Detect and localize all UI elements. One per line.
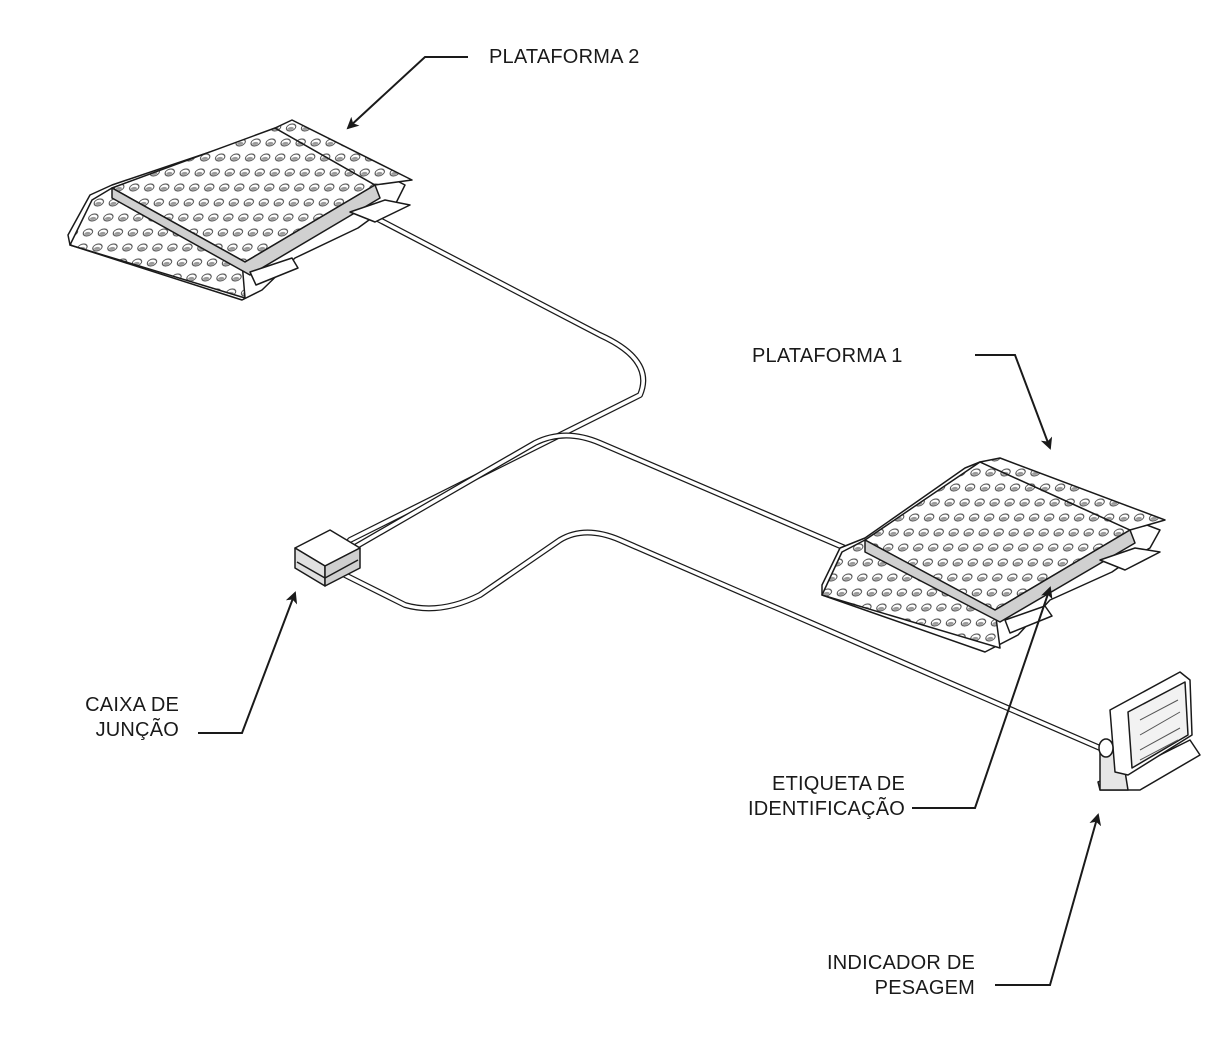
platform-1 (821, 457, 1166, 653)
platform-1-front-edge (864, 529, 1136, 623)
junction-box (294, 529, 361, 587)
label-platform-1-text: PLATAFORMA 1 (752, 345, 903, 367)
leader-lines (198, 56, 1102, 986)
cable-junction-to-platform1 (352, 432, 848, 551)
label-junction-box-line-1: CAIXA DE (85, 694, 179, 716)
platform-2 (67, 119, 413, 301)
label-weighing-indicator-line-1: INDICADOR DE (827, 952, 975, 974)
platform-2-foot-left (249, 257, 299, 286)
weighing-indicator (1097, 671, 1201, 791)
platform-2-foot-right (349, 199, 411, 223)
leader-platform2 (346, 56, 468, 130)
platform-1-ramp-right (979, 457, 1166, 531)
label-id-label-line-2: IDENTIFICAÇÃO (747, 798, 905, 820)
leader-id-label (912, 586, 1053, 809)
platform-2-ramp-right (274, 119, 413, 186)
indicator-knob (1098, 738, 1114, 758)
label-id-label-line-1: ETIQUETA DE (772, 773, 905, 795)
platform-1-foot-left (1004, 605, 1053, 634)
label-platform-1: PLATAFORMA 1 (752, 344, 903, 369)
leader-platform1 (975, 354, 1053, 450)
cable-platform2-to-junction (347, 213, 647, 543)
label-junction-box-line-2: JUNÇÃO (95, 719, 179, 741)
leader-weighing-indicator (995, 813, 1102, 986)
label-platform-2-text: PLATAFORMA 2 (489, 46, 640, 68)
platform-2-front-edge (111, 184, 381, 276)
label-id-label: ETIQUETA DE IDENTIFICAÇÃO (748, 772, 905, 822)
platform-1-foot-right (1099, 547, 1161, 571)
label-junction-box: CAIXA DE JUNÇÃO (85, 693, 179, 743)
cable-junction-to-indicator (342, 529, 1103, 751)
leader-junction-box (198, 591, 298, 734)
label-weighing-indicator-line-2: PESAGEM (874, 977, 975, 999)
label-platform-2: PLATAFORMA 2 (489, 45, 640, 70)
label-weighing-indicator: INDICADOR DE PESAGEM (827, 951, 975, 1001)
